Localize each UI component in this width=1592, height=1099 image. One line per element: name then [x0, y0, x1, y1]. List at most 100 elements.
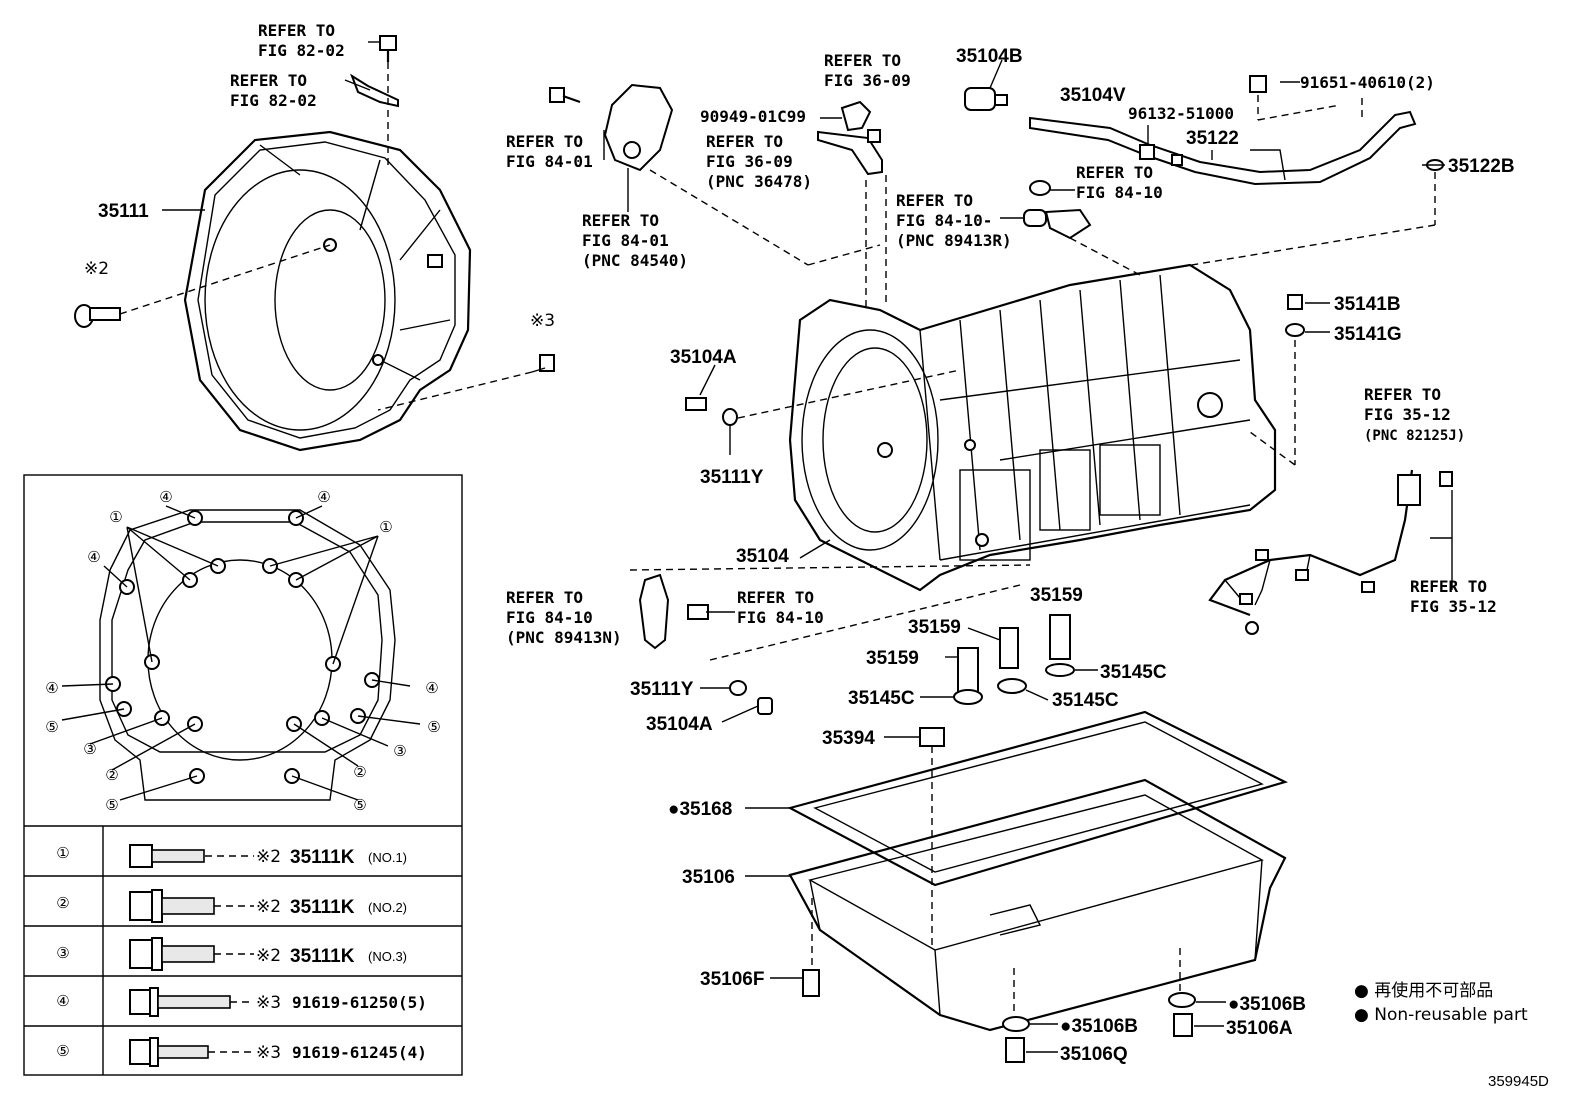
bolt-marker: ②	[105, 767, 118, 784]
table-row-part: 91619-61245(4)	[292, 1043, 427, 1062]
table-row-variant: (NO.1)	[368, 850, 407, 865]
legend-english: ● Non-reusable part	[1354, 1005, 1528, 1025]
part-number: 35111Y	[630, 679, 694, 700]
bolt-position-markers: ① ④ ④ ① ④ ④ ④ ⑤ ⑤ ③ ③ ② ② ⑤ ⑤	[45, 489, 440, 814]
ref-label: REFER TO FIG 84-10	[1076, 163, 1163, 202]
bolt-marker: ①	[109, 509, 122, 526]
leader-lines	[162, 41, 1453, 1053]
part-number: 35104B	[956, 46, 1023, 67]
table-row-marker: ⑤	[56, 1043, 69, 1060]
part-number: 35104A	[646, 714, 713, 735]
bolt-inset-frame	[23, 474, 463, 1076]
part-number: 91651-40610(2)	[1300, 73, 1435, 92]
bolt-marker: ④	[45, 680, 58, 697]
ref-label: REFER TO FIG 84-10 (PNC 89413N)	[506, 588, 622, 647]
bolt-marker: ④	[425, 680, 438, 697]
ref-label: REFER TO FIG 82-02	[230, 71, 317, 110]
table-row-variant: (NO.2)	[368, 900, 407, 915]
part-number: 96132-51000	[1128, 104, 1234, 123]
bracket-36-09-drawing	[817, 100, 887, 310]
bolt-marker: ⑤	[45, 719, 58, 736]
part-number: 35122	[1186, 128, 1239, 149]
bolt-marker: ⑤	[105, 797, 118, 814]
part-number: 35106F	[700, 969, 764, 990]
bolt-marker: ④	[87, 549, 100, 566]
part-number: 35104V	[1060, 85, 1126, 106]
plug-35104A-upper	[685, 364, 961, 455]
reference-labels: REFER TO FIG 82-02 REFER TO FIG 82-02 RE…	[230, 21, 1497, 647]
part-number: 35145C	[848, 688, 915, 709]
part-number: 35106A	[1226, 1018, 1293, 1039]
bolt-marker: ⑤	[353, 797, 366, 814]
legend-japanese: ● 再使用不可部品	[1354, 980, 1493, 1001]
note-marker: ※2	[84, 259, 109, 279]
part-number-labels: 35111 ※2 ※3 90949-01C99 35104B 35104V 96…	[84, 46, 1515, 1065]
part-number: ●35106B	[1228, 994, 1306, 1015]
table-row-part: 91619-61250(5)	[292, 993, 427, 1012]
part-number: 90949-01C99	[700, 107, 806, 126]
ref-label: REFER TO FIG 82-02	[258, 21, 345, 60]
ref-label: REFER TO FIG 36-09 (PNC 36478)	[706, 132, 812, 191]
table-row-part: 35111K	[290, 946, 355, 967]
table-row-note: ※2	[256, 897, 281, 917]
part-number: 35159	[866, 648, 919, 669]
table-row-note: ※3	[256, 993, 281, 1013]
filters-35159	[953, 614, 1075, 705]
bolt-marker: ①	[379, 519, 392, 536]
plug-35104A-lower	[709, 584, 1021, 715]
part-number: 35159	[1030, 585, 1083, 606]
ref-label: REFER TO FIG 84-01 (PNC 84540)	[582, 211, 688, 270]
part-number: 35141G	[1334, 324, 1402, 345]
bolt-marker: ③	[83, 741, 96, 758]
oil-pan-drawing	[787, 710, 1288, 1063]
part-number: ●35168	[668, 799, 732, 820]
ref-label: REFER TO FIG 84-10	[737, 588, 824, 627]
bolt-marker: ④	[159, 489, 172, 506]
wire-harness-drawing	[1208, 294, 1453, 635]
figure-code: 359945D	[1488, 1073, 1549, 1090]
bolt-marker: ②	[353, 764, 366, 781]
bolt-marker: ③	[393, 743, 406, 760]
table-row-note: ※2	[256, 847, 281, 867]
table-row-marker: ②	[56, 895, 69, 912]
part-number: ●35106B	[1060, 1016, 1138, 1037]
ref-label: REFER TO FIG 35-12 (PNC 82125J)	[1364, 385, 1465, 444]
bolt-marker: ⑤	[427, 719, 440, 736]
ref-label: REFER TO FIG 35-12	[1410, 577, 1497, 616]
part-number: 35111	[98, 201, 149, 222]
bolt-2	[74, 244, 331, 328]
part-number: 35104	[736, 546, 789, 567]
part-number: 35394	[822, 728, 875, 749]
legend: ● 再使用不可部品 ● Non-reusable part	[1354, 980, 1528, 1025]
bell-housing-drawing	[183, 130, 472, 452]
speed-sensor-r-drawing	[1023, 180, 1141, 276]
table-row-part: 35111K	[290, 847, 355, 868]
part-number: 35122B	[1448, 156, 1515, 177]
part-number: 35104A	[670, 347, 737, 368]
table-row-part: 35111K	[290, 897, 355, 918]
table-row-note: ※2	[256, 946, 281, 966]
bolt-marker: ④	[317, 489, 330, 506]
bolt-3	[377, 354, 555, 411]
ref-label: REFER TO FIG 84-01	[506, 132, 593, 171]
transmission-case-drawing	[788, 263, 1277, 592]
bolt-layout-drawing	[61, 505, 421, 801]
bracket-top	[350, 35, 399, 170]
speed-sensor-n-drawing	[629, 564, 1031, 650]
part-number: 35141B	[1334, 294, 1401, 315]
part-number: 35111Y	[700, 467, 764, 488]
table-row-note: ※3	[256, 1043, 281, 1063]
neutral-switch-drawing	[549, 83, 881, 266]
note-marker: ※3	[530, 311, 555, 331]
part-number: 35159	[908, 617, 961, 638]
part-number: 35106Q	[1060, 1044, 1128, 1065]
part-number: 35106	[682, 867, 735, 888]
sensor-35104B-drawing	[964, 87, 1008, 111]
table-row-marker: ④	[56, 993, 69, 1010]
ref-label: REFER TO FIG 84-10- (PNC 89413R)	[896, 191, 1012, 250]
ref-label: REFER TO FIG 36-09	[824, 51, 911, 90]
table-row-marker: ③	[56, 945, 69, 962]
table-row-variant: (NO.3)	[368, 949, 407, 964]
part-number: 35145C	[1052, 690, 1119, 711]
